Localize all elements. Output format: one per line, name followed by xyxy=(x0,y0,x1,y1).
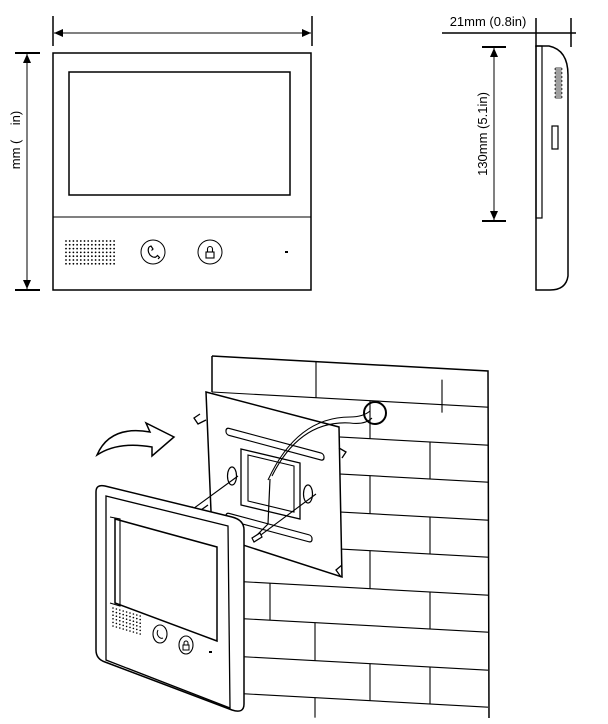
phone-handset-icon xyxy=(156,629,164,639)
speaker-grille xyxy=(112,607,141,635)
monitor-installed xyxy=(95,484,245,712)
side-height-label: 130mm (5.1in) xyxy=(475,92,490,176)
side-depth-label: 21mm (0.8in) xyxy=(450,14,527,29)
unlock-button xyxy=(178,635,194,655)
indicator-led xyxy=(285,251,288,253)
unlock-button xyxy=(197,239,223,265)
width-dimension xyxy=(52,16,313,46)
speaker-grille xyxy=(65,240,115,265)
padlock-icon xyxy=(205,245,215,259)
side-port xyxy=(551,125,559,150)
side-view: 21mm (0.8in) 130mm (5.1in) xyxy=(442,14,576,291)
front-height-label: mm ( in) xyxy=(8,111,23,170)
monitor-front xyxy=(52,52,312,291)
depth-dimension: 21mm (0.8in) xyxy=(442,14,576,47)
side-vents xyxy=(554,67,563,99)
screw-bottom xyxy=(251,493,317,543)
installation-view xyxy=(95,355,490,719)
phone-handset-icon xyxy=(147,245,161,260)
call-button xyxy=(152,624,168,644)
padlock-icon xyxy=(182,640,190,651)
front-view: mm ( in) xyxy=(8,16,313,291)
monitor-side xyxy=(535,45,569,291)
curved-arrow-icon xyxy=(95,421,176,458)
call-button xyxy=(140,239,166,265)
indicator-led xyxy=(209,651,212,653)
side-height-dimension: 130mm (5.1in) xyxy=(475,46,506,222)
height-dimension: mm ( in) xyxy=(8,52,40,291)
